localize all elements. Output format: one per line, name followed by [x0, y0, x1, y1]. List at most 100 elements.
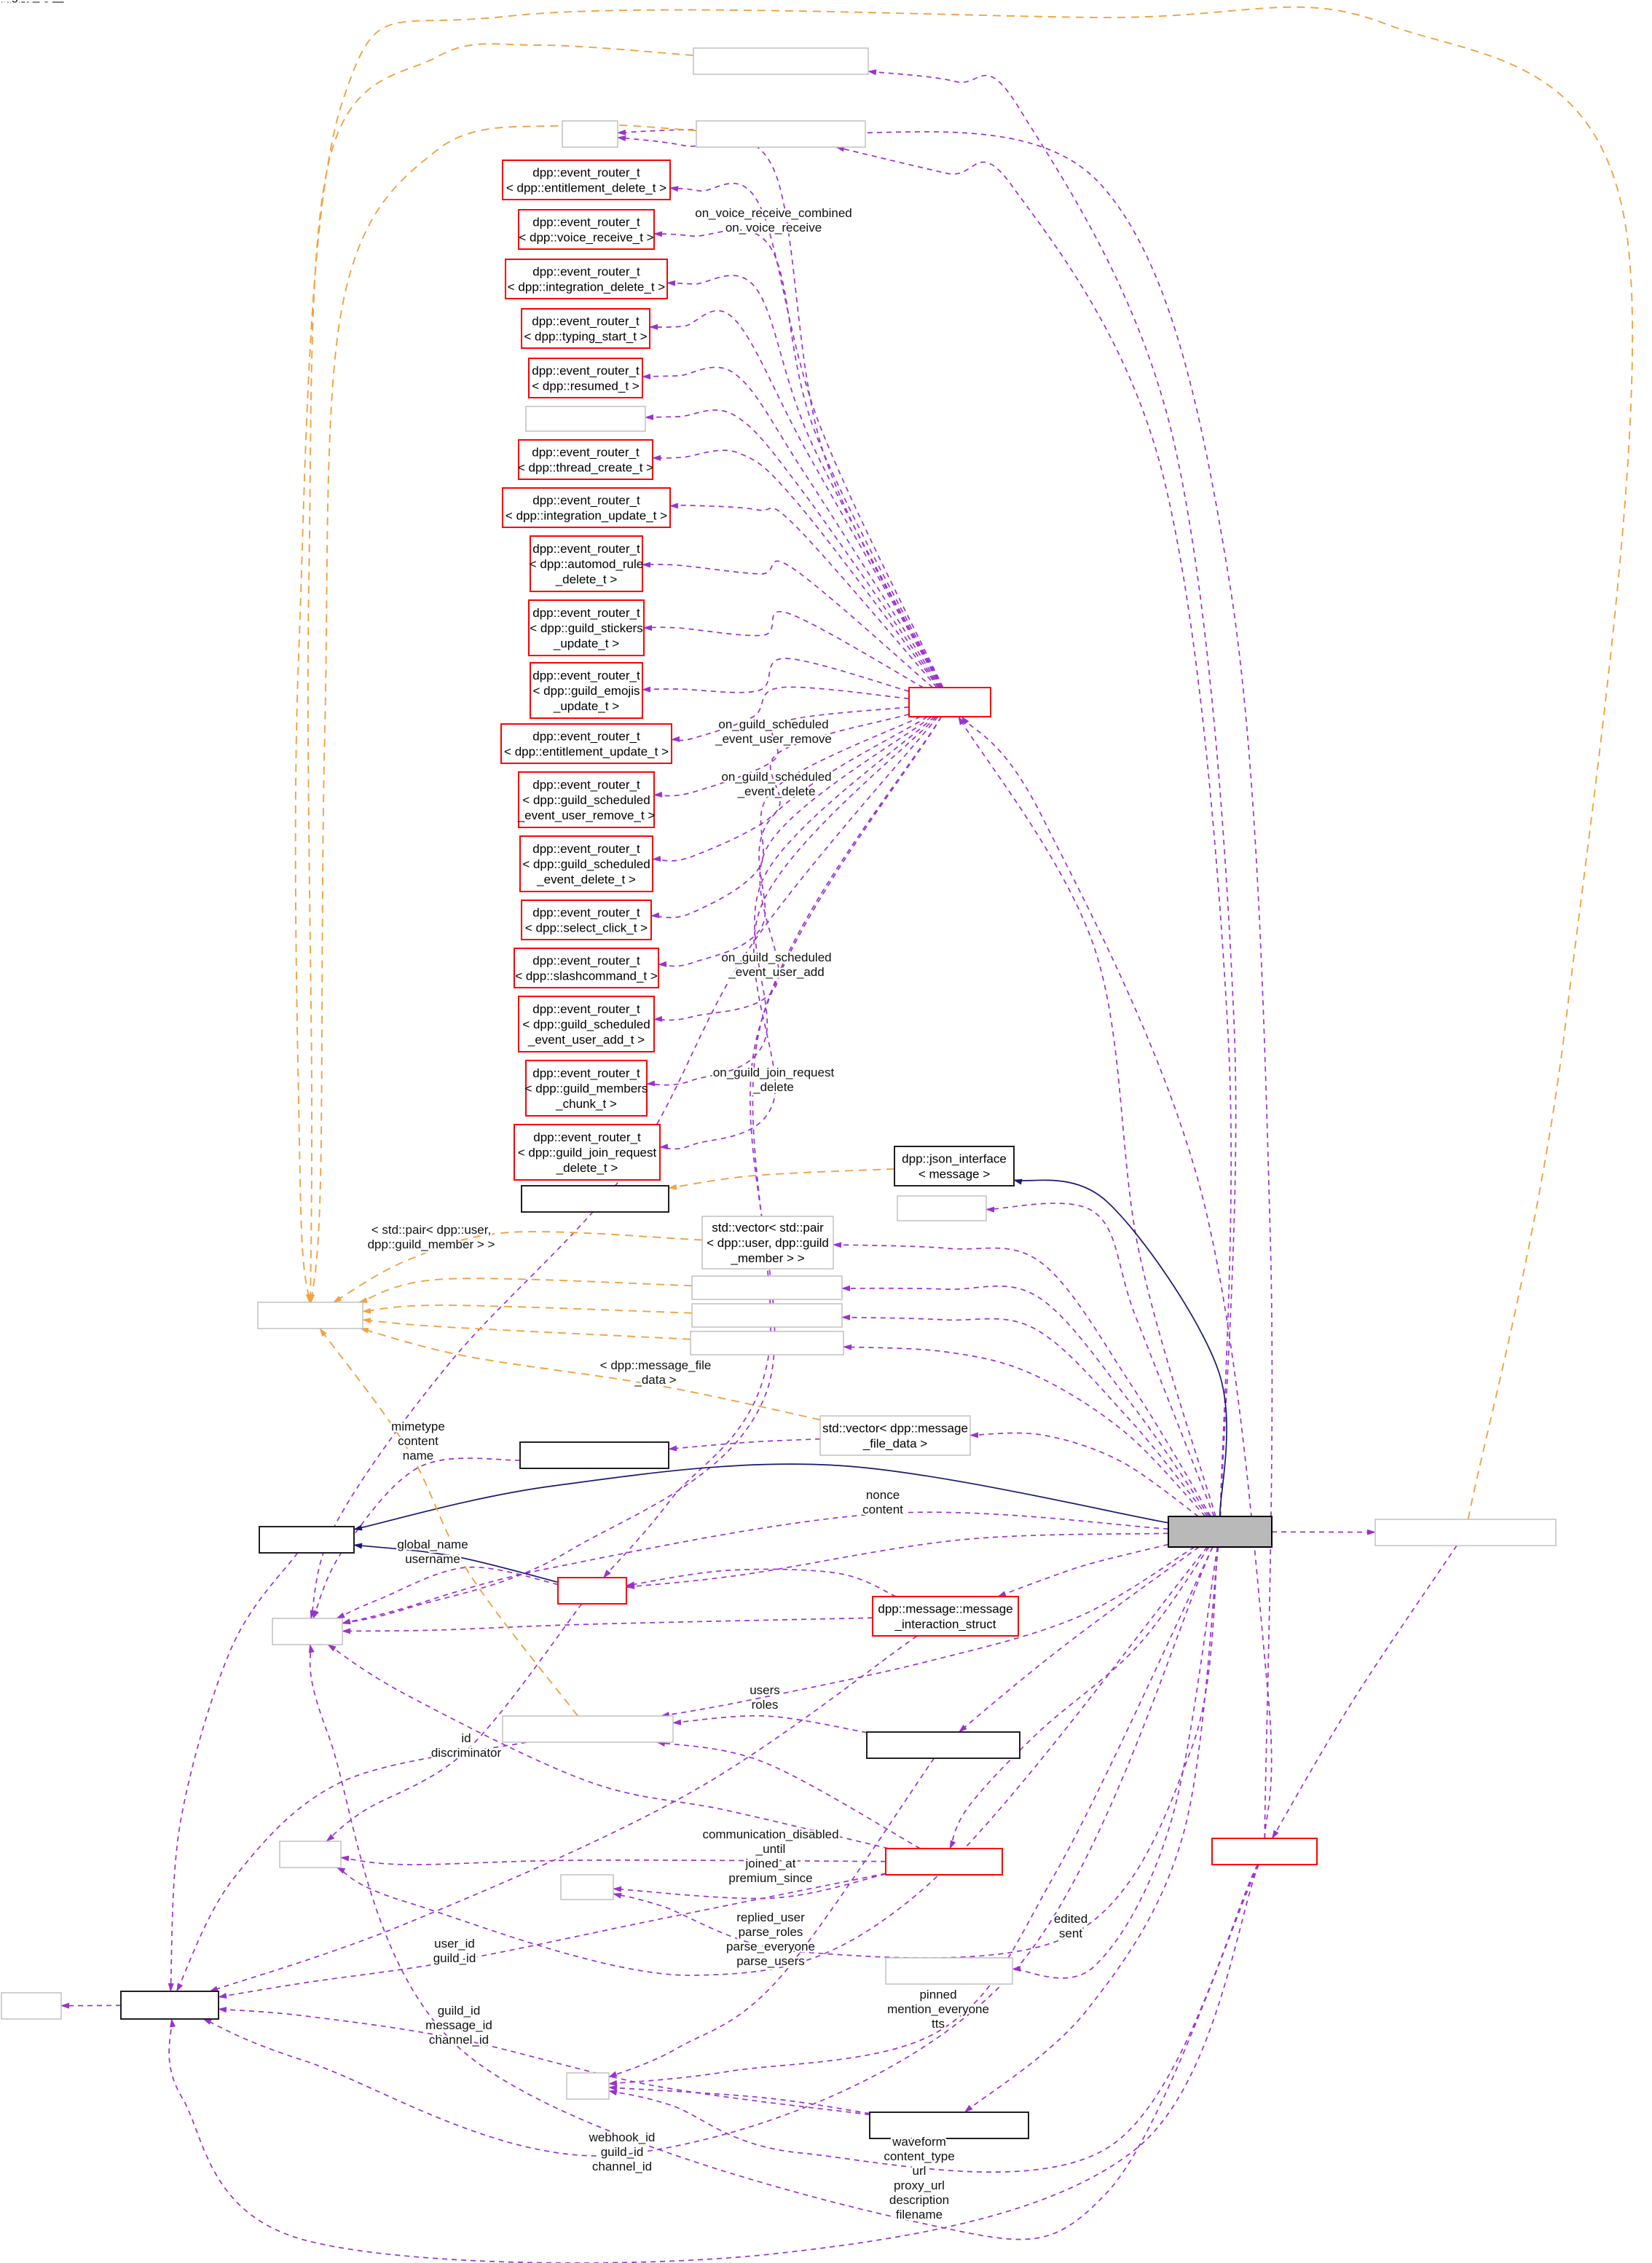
- edge-label-message-cluster: owner: [0, 0, 17, 3]
- edge-cluster-to-er_thread_create: [652, 449, 940, 688]
- edge-message-to-v_snowflake: [660, 1546, 1195, 1718]
- edge-label-message-allowed_ref: allowed_mentions: [0, 0, 50, 3]
- node-ji-message[interactable]: dpp::json_interface< message >: [894, 1146, 1015, 1186]
- node-v-snowflake[interactable]: std::vector< dpp::snowflake >: [0, 0, 674, 1743]
- node-v-embed[interactable]: std::vector< dpp::embed >: [0, 0, 843, 1300]
- edge-label-message-message_type: type: [0, 0, 12, 3]
- edge-label-message-guild_member: member: [0, 0, 23, 3]
- node-label-v-attachment: std::vector< dpp::attachment >: [0, 0, 84, 3]
- node-er-thread-create[interactable]: dpp::event_router_t< dpp::thread_create_…: [518, 439, 653, 480]
- node-er-integration-update[interactable]: dpp::event_router_t< dpp::integration_up…: [502, 487, 671, 528]
- edge-message-to-time_t: [613, 1546, 1219, 1959]
- node-er-gse-delete[interactable]: dpp::event_router_t< dpp::guild_schedule…: [519, 835, 653, 892]
- node-allowed-ref[interactable]: dpp::message::allowed_ref: [0, 0, 1020, 1759]
- node-v-channel[interactable]: std::vector< dpp::channel >: [0, 0, 844, 1355]
- node-v-reaction[interactable]: std::vector< dpp::reaction >: [0, 0, 866, 148]
- node-er-typing-start[interactable]: dpp::event_router_t< dpp::typing_start_t…: [521, 308, 650, 349]
- node-guild-member[interactable]: dpp::guild_member: [0, 0, 1003, 1876]
- node-label-cluster: dpp::cluster: [0, 0, 32, 3]
- edge-guild_member-to-uint16_t: [340, 1855, 886, 1865]
- node-vector-T[interactable]: std::vector< T >: [0, 0, 363, 1329]
- node-cond-var[interactable]: condition_variable: [0, 0, 646, 432]
- edge-message_file_data-to-string: [312, 1457, 521, 1619]
- node-managed[interactable]: dpp::managed: [0, 0, 355, 1554]
- node-v-component[interactable]: std::vector< dpp::component >: [0, 0, 869, 75]
- edge-attachment-to-snowflake: [168, 1864, 1260, 2263]
- edge-label-snowflake-uint64_t: value: [0, 0, 15, 3]
- node-message-type[interactable]: message_type: [0, 0, 987, 1221]
- node-time-t[interactable]: time_t: [0, 0, 614, 1900]
- edge-guild_member-to-time_t: [613, 1873, 886, 1900]
- node-snowflake[interactable]: dpp::snowflake: [0, 0, 219, 2020]
- node-er-gse-user-remove[interactable]: dpp::event_router_t< dpp::guild_schedule…: [517, 771, 656, 828]
- node-v-file-data[interactable]: std::vector< dpp::message_file_data >: [819, 1415, 971, 1456]
- node-message[interactable]: dpp::message: [0, 0, 1273, 1548]
- edge-v_sticker-to-vector_T: [362, 1304, 693, 1314]
- edge-label-cluster-er_gse_user_add: on_guild_scheduled_event_user_add: [721, 951, 831, 979]
- node-label-er-gse-delete: dpp::event_router_t< dpp::guild_schedule…: [522, 842, 650, 886]
- node-message-file-data[interactable]: dpp::message_file_data: [0, 0, 669, 1469]
- node-label-ji-T: dpp::json_interface< T >: [0, 0, 66, 3]
- edge-v_attachment-to-vector_T: [294, 6, 1634, 1520]
- edge-label-message-v_snowflake: mention_roles: [0, 0, 39, 3]
- node-v-sticker[interactable]: std::vector< dpp::sticker >: [0, 0, 843, 1328]
- node-v-attachment[interactable]: std::vector< dpp::attachment >: [0, 0, 1557, 1546]
- node-user[interactable]: dpp::user: [0, 0, 627, 1605]
- node-er-guild-join-request-delete[interactable]: dpp::event_router_t< dpp::guild_join_req…: [514, 1124, 661, 1181]
- node-er-guild-stickers-update[interactable]: dpp::event_router_t< dpp::guild_stickers…: [528, 599, 645, 656]
- node-label-attachment: dpp::attachment: [0, 0, 44, 3]
- node-er-voice-receive[interactable]: dpp::event_router_t< dpp::voice_receive_…: [518, 209, 655, 250]
- node-ji-T[interactable]: dpp::json_interface< T >: [0, 0, 669, 1213]
- node-cluster[interactable]: dpp::cluster: [0, 0, 991, 717]
- node-attachment[interactable]: dpp::attachment: [0, 0, 1318, 1865]
- node-interaction-struct[interactable]: dpp::message::message_interaction_struct: [872, 1596, 1019, 1637]
- node-uint16-t[interactable]: uint16_t: [0, 0, 342, 1868]
- node-label-v-file-data: std::vector< dpp::message_file_data >: [822, 1422, 968, 1451]
- node-er-resumed[interactable]: dpp::event_router_t< dpp::resumed_t >: [528, 358, 643, 398]
- edge-cluster-to-er_entitlement_delete: [669, 182, 944, 688]
- edge-cluster-to-er_typing_start: [649, 310, 943, 688]
- edge-message-to-interaction_struct: [997, 1543, 1169, 1597]
- node-er-entitlement-delete[interactable]: dpp::event_router_t< dpp::entitlement_de…: [502, 160, 671, 200]
- node-label-er-thread-create: dpp::event_router_t< dpp::thread_create_…: [518, 446, 653, 475]
- node-label-er-select-click: dpp::event_router_t< dpp::select_click_t…: [525, 906, 648, 935]
- edge-cluster-to-er_gse_delete: [652, 713, 910, 862]
- node-double[interactable]: double: [0, 0, 618, 148]
- edge-allowed_ref-to-bool: [608, 1758, 935, 2078]
- node-v-pair[interactable]: std::vector< std::pair< dpp::user, dpp::…: [701, 1216, 834, 1270]
- node-er-guild-members-chunk[interactable]: dpp::event_router_t< dpp::guild_members_…: [525, 1060, 648, 1117]
- node-opt-poll[interactable]: optional< dpp::poll >: [0, 0, 1013, 1985]
- edge-label-cluster-er_gse_user_remove: on_guild_scheduled_event_user_remove: [715, 717, 832, 746]
- edge-cluster-to-string: [342, 716, 943, 1625]
- node-bool[interactable]: bool: [0, 0, 610, 2100]
- node-label-time-t: time_t: [0, 0, 17, 3]
- node-string[interactable]: std::string: [0, 0, 343, 1645]
- edge-message-to-allowed_ref: [958, 1546, 1200, 1733]
- node-er-slashcommand[interactable]: dpp::event_router_t< dpp::slashcommand_t…: [514, 948, 659, 988]
- node-er-integration-delete[interactable]: dpp::event_router_t< dpp::integration_de…: [505, 259, 668, 299]
- edge-message-to-cluster: [958, 716, 1216, 1517]
- edge-label-attachment-snowflake: id: [0, 0, 5, 3]
- edge-cluster-to-er_guild_join_request_delete: [659, 716, 937, 1150]
- node-er-entitlement-update[interactable]: dpp::event_router_t< dpp::entitlement_up…: [500, 723, 672, 764]
- node-er-automod-rule-delete[interactable]: dpp::event_router_t< dpp::automod_rule_d…: [530, 535, 643, 592]
- node-label-er-integration-delete: dpp::event_router_t< dpp::integration_de…: [508, 265, 666, 294]
- node-er-gse-user-add[interactable]: dpp::event_router_t< dpp::guild_schedule…: [518, 996, 655, 1052]
- edge-message-to-uint16_t: [336, 1546, 1208, 1976]
- node-message-ref[interactable]: dpp::message::message_ref: [0, 0, 1029, 2139]
- node-er-guild-emojis-update[interactable]: dpp::event_router_t< dpp::guild_emojis_u…: [530, 662, 643, 719]
- edge-label-cluster-er_guild_emojis_update: on_guild_emojis_update: [0, 0, 67, 3]
- edge-message_ref-to-snowflake: [218, 2007, 870, 2116]
- node-er-select-click[interactable]: dpp::event_router_t< dpp::select_click_t…: [521, 900, 652, 940]
- node-uint64-t[interactable]: uint64_t: [0, 0, 62, 2020]
- edge-interaction_struct-to-user: [626, 1568, 897, 1597]
- edge-label-v_pair-vector_T: < std::pair< dpp::user,dpp::guild_member…: [368, 1223, 495, 1251]
- node-label-v-reaction: std::vector< dpp::reaction >: [0, 0, 75, 3]
- edge-label-cluster-er_thread_create: on_thread_create: [0, 0, 49, 3]
